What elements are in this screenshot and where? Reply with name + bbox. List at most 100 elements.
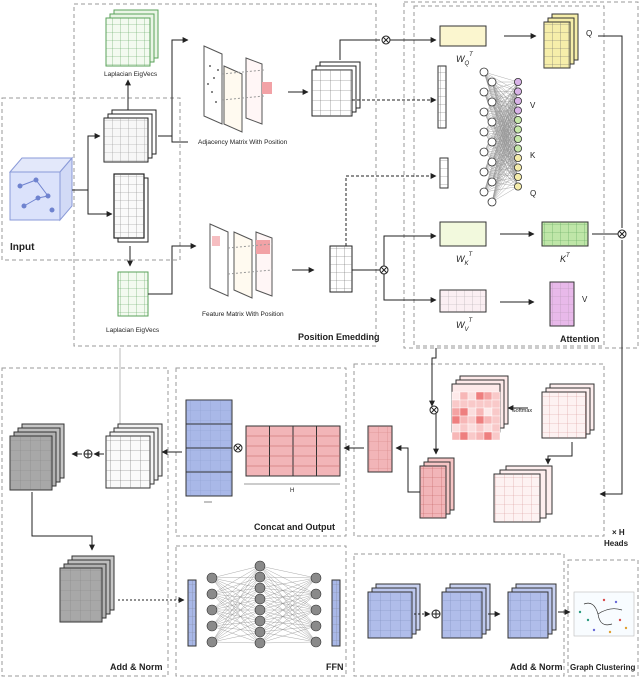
ffn-node [254,615,266,627]
concat-red-matrix [245,425,341,477]
adjacency-label: Adjacency Matrix With Position [198,139,288,146]
heatmap-cell [483,415,493,425]
q-stack [543,13,579,69]
addnorm-blue-stack-b [441,583,491,639]
k-node-label: K [530,151,536,160]
input-region [1,97,181,261]
attention-input-node [479,87,489,97]
wq-symbol: WQT [456,52,474,67]
ffn-node [206,588,218,600]
feature-position-slices [209,223,273,299]
ffn-node [310,636,322,648]
heatmap-cell [451,407,461,417]
heatmap-cell [475,431,485,441]
wk-matrix [439,221,487,247]
heatmap-cell [467,431,477,441]
addnorm-blue-stack-c [507,583,557,639]
heatmap-cell [459,431,469,441]
heatmap-cell [467,407,477,417]
ffn-node [206,572,218,584]
otimes-top [381,35,391,45]
addnorm-gray-stack-b [59,555,115,623]
v-node-label: V [530,101,536,110]
clustering-plot [573,591,635,637]
heatmap-cell [491,407,501,417]
oplus-right [431,609,441,619]
otimes-concat [233,443,243,453]
heatmap-cell [491,415,501,425]
concat-output-label: Concat and Output [254,522,335,532]
attention-output-node [514,87,523,96]
ffn-node [254,593,266,605]
adjacency-position-slices [203,45,272,133]
feature-label: Feature Matrix With Position [202,311,284,318]
softmax-label: Softmax [512,408,532,414]
feature-output-matrix [329,245,353,293]
attention-output-node [514,97,523,106]
attention-output-node [514,144,523,153]
wk-symbol: WKT [456,252,474,267]
heatmap-cell [467,391,477,401]
add-norm-right-region [353,553,565,677]
attention-input-node [487,97,497,107]
laplacian-top-label: Laplacian EigVecs [104,71,158,78]
ffn-node [254,626,266,638]
ffn-node [254,604,266,616]
wq-matrix [439,25,487,47]
attention-output-node [514,182,523,191]
graph-clustering-region [567,559,639,677]
heatmap-cell [491,391,501,401]
q-out-label: Q [586,29,592,38]
heatmap-cell [459,407,469,417]
adjacency-dot-matrix [103,109,157,163]
otimes-heads [429,405,439,415]
ffn-node [254,571,266,583]
otimes-right [617,229,627,239]
attention-input-node [487,77,497,87]
attention-input-node [487,117,497,127]
attention-input-node [479,147,489,157]
addnorm-blue-stack-a [367,583,421,639]
heatmap-cell [491,423,501,433]
attention-input-node [479,127,489,137]
attention-output-node [514,116,523,125]
ffn-node [254,582,266,594]
laplacian-top-matrix [105,9,159,67]
ffn-label: FFN [326,662,344,672]
heatmap-cell [475,423,485,433]
heatmap-cell [483,391,493,401]
ffn-node [310,620,322,632]
heatmap-cell [459,415,469,425]
heatmap-cell [459,423,469,433]
heatmap-cell [483,399,493,409]
attention-outer-region [403,1,639,349]
heads-pink-stack-top [541,383,595,439]
graph-clustering-label: Graph Clustering [570,663,635,672]
heads-output-stack [419,457,455,519]
ffn-network [206,560,322,649]
wv-symbol: WVT [456,318,474,333]
adjacency-output-stack [311,61,361,117]
attention-input-node [479,187,489,197]
v-out-label: V [582,295,588,304]
attention-input-node [487,157,497,167]
add-norm-left-region [1,367,169,677]
heatmap-cell [475,407,485,417]
heatmap-cell [483,431,493,441]
oplus-left [83,449,93,459]
heads-label-2: Heads [604,539,629,548]
attention-input-node [487,137,497,147]
ffn-node [254,637,266,649]
softmax-heatmap [451,375,509,441]
q-node-label: Q [530,189,536,198]
attention-input-node [487,197,497,207]
heatmap-cell [451,423,461,433]
attention-network [479,67,523,207]
heads-pink-stack-bottom [493,465,553,523]
attention-output-node [514,163,523,172]
attention-label: Attention [560,334,600,344]
add-norm-right-label: Add & Norm [510,662,563,672]
attention-output-node [514,78,523,87]
